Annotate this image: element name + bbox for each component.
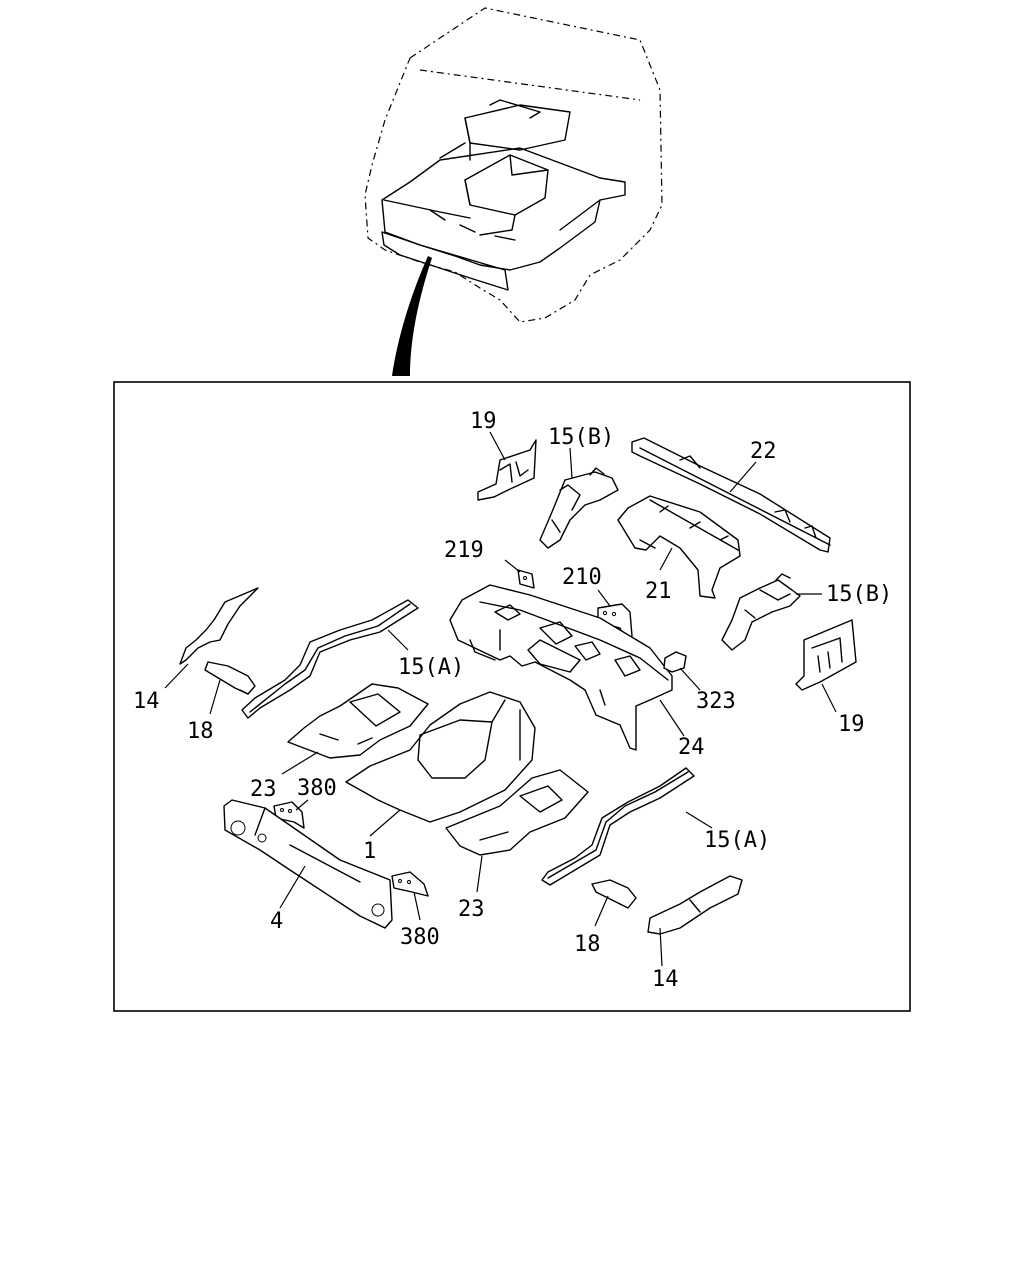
callout-18-right: 18 [574,932,601,957]
callout-219: 219 [444,538,484,563]
part-22-crossmember [631,437,831,553]
callout-14-left: 14 [133,689,160,714]
part-18-right [591,879,637,909]
part-14-left [179,587,259,665]
part-19-top [477,439,537,501]
part-323-clip [663,651,687,673]
callout-15b-right: 15(B) [826,582,892,607]
callout-18-left: 18 [187,719,214,744]
callout-1: 1 [363,839,376,864]
part-1-tunnel-floor [345,691,536,823]
callout-323: 323 [696,689,736,714]
part-4-crossmember [223,799,393,929]
leader-lines [164,431,837,967]
part-24-floor-center [449,584,673,751]
part-18-left [204,661,256,695]
callout-19-top: 19 [470,409,497,434]
part-14-right [647,875,743,935]
part-15a-right-rail [541,767,695,886]
callout-21: 21 [645,579,672,604]
callout-15a-right: 15(A) [704,828,770,853]
callout-15a-left: 15(A) [398,655,464,680]
part-15b-top [539,467,619,549]
part-21-member [617,495,741,599]
part-23-bottom-panel [445,769,589,856]
callout-19-right: 19 [838,712,865,737]
callout-210: 210 [562,565,602,590]
vehicle-overview [364,7,663,376]
part-219-plate [517,569,535,589]
callout-4: 4 [270,909,283,934]
part-15b-right [721,573,801,651]
callout-24: 24 [678,735,705,760]
part-19-right [795,619,857,691]
callout-23-left: 23 [250,777,277,802]
callout-14-right: 14 [652,967,679,992]
part-380-bottom [391,871,429,897]
callout-380-top: 380 [297,776,337,801]
part-23-left-panel [287,683,429,759]
callout-22: 22 [750,439,777,464]
callout-380-bottom: 380 [400,925,440,950]
callout-23-bottom: 23 [458,897,485,922]
callout-15b-top: 15(B) [548,425,614,450]
detail-frame [113,381,911,1012]
part-15a-left-rail [241,599,419,719]
callout-labels: 19 15(B) 22 219 210 21 15(B) 14 18 15(A)… [133,409,892,992]
